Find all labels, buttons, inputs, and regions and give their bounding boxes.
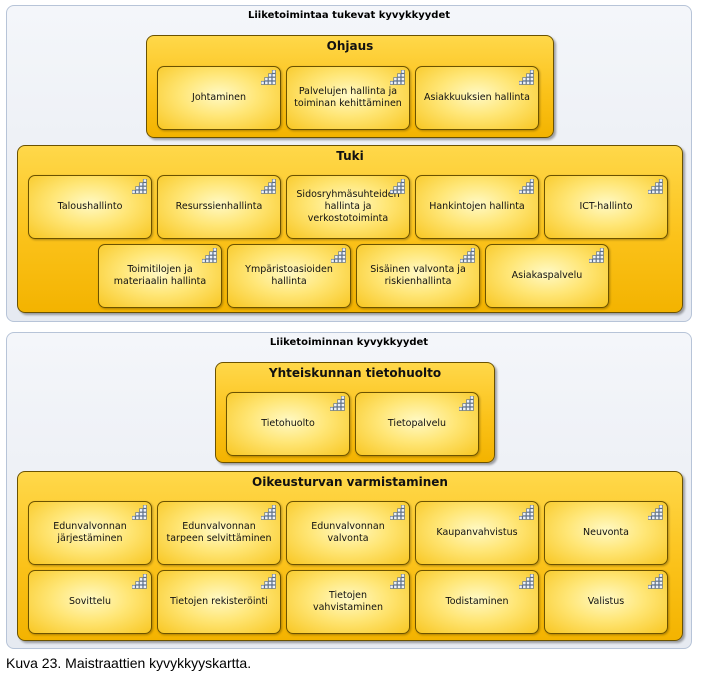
capability-icon [519, 505, 534, 520]
capability-box[interactable]: Palvelujen hallinta ja toiminan kehittäm… [286, 66, 410, 130]
capability-label: Sovittelu [68, 596, 112, 607]
capability-icon [648, 574, 663, 589]
group-title: Ohjaus [326, 39, 374, 53]
capability-box[interactable]: Neuvonta [544, 501, 668, 565]
capability-label: ICT-hallinto [579, 201, 633, 212]
capability-icon [390, 505, 405, 520]
capability-box[interactable]: Asiakkuuksien hallinta [415, 66, 539, 130]
capability-icon [132, 574, 147, 589]
capability-icon [202, 248, 217, 263]
capability-label: Sidosryhmäsuhteiden hallinta ja verkosto… [296, 189, 400, 224]
group-title: Oikeusturvan varmistaminen [252, 475, 448, 489]
capability-icon [132, 505, 147, 520]
capability-label: Resurssienhallinta [175, 201, 263, 212]
capability-box[interactable]: Tietojen rekisteröinti [157, 570, 281, 634]
capability-label: Tietopalvelu [387, 418, 447, 429]
group-ohjaus: Ohjaus Johtaminen Palvelujen hallinta ja… [146, 35, 554, 138]
capability-box[interactable]: Edunvalvonnan järjestäminen [28, 501, 152, 565]
panel-title: Liiketoimintaa tukevat kyvykkyydet [247, 10, 451, 21]
group-yhteiskunnan-tietohuolto: Yhteiskunnan tietohuolto Tietohuolto Tie… [215, 362, 495, 463]
business-capabilities-panel: Liiketoiminnan kyvykkyydet Yhteiskunnan … [6, 332, 692, 649]
capability-label: Sisäinen valvonta ja riskienhallinta [370, 264, 466, 287]
capability-label: Taloushallinto [57, 201, 123, 212]
capability-icon [519, 70, 534, 85]
capability-label: Johtaminen [192, 92, 246, 103]
panel-title: Liiketoiminnan kyvykkyydet [269, 337, 429, 348]
group-tuki: Tuki Taloushallinto Resurssienhallinta S… [17, 145, 683, 313]
capability-icon [460, 248, 475, 263]
group-title: Tuki [336, 149, 364, 163]
capability-icon [459, 396, 474, 411]
capability-box[interactable]: Johtaminen [157, 66, 281, 130]
capability-label: Kaupanvahvistus [436, 527, 518, 538]
capability-box[interactable]: Hankintojen hallinta [415, 175, 539, 239]
capability-label: Edunvalvonnan järjestäminen [53, 521, 127, 544]
figure-caption: Kuva 23. Maistraattien kyvykkyyskartta. [6, 655, 252, 671]
capability-icon [261, 505, 276, 520]
capability-box[interactable]: Sisäinen valvonta ja riskienhallinta [356, 244, 480, 308]
capability-label: Todistaminen [445, 596, 509, 607]
capability-label: Edunvalvonnan tarpeen selvittäminen [166, 521, 272, 544]
capability-label: Tietojen vahvistaminen [312, 590, 383, 613]
capability-box[interactable]: Tietojen vahvistaminen [286, 570, 410, 634]
capability-icon [261, 70, 276, 85]
capability-label: Hankintojen hallinta [429, 201, 525, 212]
capability-label: Ympäristoasioiden hallinta [245, 264, 333, 287]
capability-box[interactable]: Tietohuolto [226, 392, 350, 456]
capability-box[interactable]: Resurssienhallinta [157, 175, 281, 239]
capability-icon [331, 248, 346, 263]
capability-icon [390, 179, 405, 194]
capability-box[interactable]: Edunvalvonnan tarpeen selvittäminen [157, 501, 281, 565]
capability-box[interactable]: Toimitilojen ja materiaalin hallinta [98, 244, 222, 308]
capability-icon [648, 179, 663, 194]
capability-label: Palvelujen hallinta ja toiminan kehittäm… [294, 86, 402, 109]
capability-box[interactable]: Todistaminen [415, 570, 539, 634]
capability-label: Tietohuolto [261, 418, 315, 429]
capability-icon [132, 179, 147, 194]
capability-label: Edunvalvonnan valvonta [311, 521, 385, 544]
capability-box[interactable]: Valistus [544, 570, 668, 634]
capability-label: Asiakkuuksien hallinta [424, 92, 530, 103]
capability-box[interactable]: Kaupanvahvistus [415, 501, 539, 565]
capability-icon [330, 396, 345, 411]
capability-box[interactable]: ICT-hallinto [544, 175, 668, 239]
capability-icon [519, 574, 534, 589]
capability-label: Asiakaspalvelu [511, 270, 583, 281]
capability-box[interactable]: Taloushallinto [28, 175, 152, 239]
capability-icon [519, 179, 534, 194]
capability-icon [589, 248, 604, 263]
support-capabilities-panel: Liiketoimintaa tukevat kyvykkyydet Ohjau… [6, 5, 692, 322]
capability-label: Neuvonta [583, 527, 629, 538]
capability-label: Valistus [587, 596, 625, 607]
group-title: Yhteiskunnan tietohuolto [268, 366, 442, 380]
capability-box[interactable]: Sovittelu [28, 570, 152, 634]
capability-icon [390, 574, 405, 589]
group-oikeusturvan-varmistaminen: Oikeusturvan varmistaminen Edunvalvonnan… [17, 471, 683, 641]
capability-icon [261, 574, 276, 589]
capability-label: Toimitilojen ja materiaalin hallinta [113, 264, 207, 287]
capability-box[interactable]: Edunvalvonnan valvonta [286, 501, 410, 565]
capability-box[interactable]: Sidosryhmäsuhteiden hallinta ja verkosto… [286, 175, 410, 239]
capability-icon [261, 179, 276, 194]
capability-icon [648, 505, 663, 520]
capability-label: Tietojen rekisteröinti [170, 596, 268, 607]
capability-box[interactable]: Asiakaspalvelu [485, 244, 609, 308]
capability-icon [390, 70, 405, 85]
capability-box[interactable]: Ympäristoasioiden hallinta [227, 244, 351, 308]
capability-box[interactable]: Tietopalvelu [355, 392, 479, 456]
